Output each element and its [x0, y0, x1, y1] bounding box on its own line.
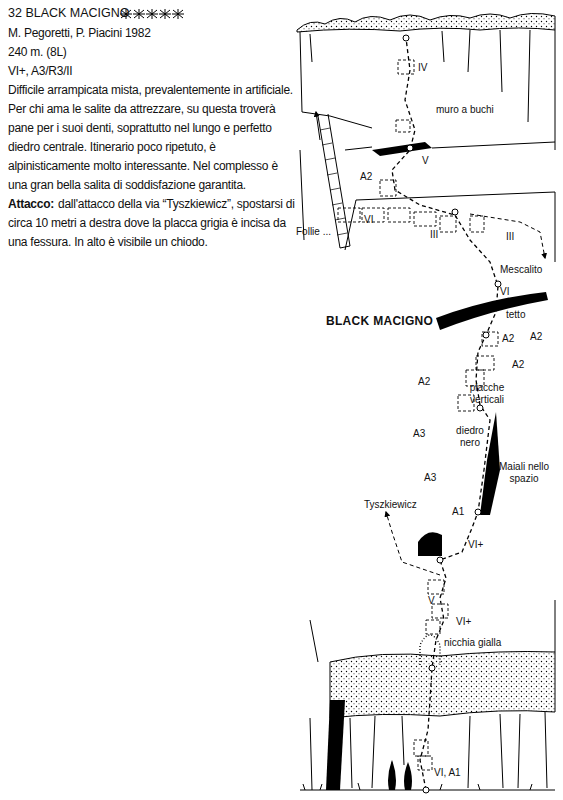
follie-crack-hatching: [320, 128, 347, 235]
trees: [388, 760, 412, 790]
grade-label: V: [422, 155, 429, 167]
mescalito-line: [470, 214, 545, 258]
summit-vegetation: [297, 13, 555, 32]
grade-label: III: [506, 231, 514, 243]
feature-name: diedro nero: [452, 425, 488, 449]
grade-label: A2: [418, 376, 430, 388]
length: 240 m. (8L): [8, 43, 67, 62]
grade-label: IV: [418, 62, 427, 74]
route-name: Mescalito: [500, 264, 542, 276]
route-name: Tyszkiewicz: [364, 499, 417, 511]
tyszkiewicz-line: [386, 512, 440, 575]
feature-name: placche verticali: [462, 382, 512, 406]
grade-label: A2: [512, 359, 524, 371]
pitch-markers: [338, 60, 498, 770]
grade-label: VI, A1: [434, 767, 461, 779]
authors: M. Pegoretti, P. Piacini 1982: [8, 24, 151, 43]
access-paragraph: Attacco:dall'attacco della via “Tyszkiew…: [8, 195, 296, 252]
ledge-band: [330, 652, 555, 719]
grade-label: A3: [424, 472, 436, 484]
roof-tetto: [436, 292, 548, 330]
yellow-niche: [420, 635, 440, 665]
black-niche: [418, 532, 442, 556]
follie-arrow: [316, 112, 320, 140]
route-title: 32 BLACK MACIGNO: [8, 6, 130, 20]
route-name: BLACK MACIGNO: [326, 315, 433, 327]
grade-label: A2: [360, 171, 372, 183]
grade-label: VI+: [468, 539, 483, 551]
black-crack: [326, 700, 345, 790]
rock-lines: [300, 30, 555, 790]
grade-label: A2: [530, 331, 542, 343]
grade-label: VI+: [456, 616, 471, 628]
grade-label: VI: [500, 286, 509, 298]
grade-label: A2: [502, 333, 514, 345]
grade-label: V: [428, 595, 435, 607]
grade-label: III: [430, 229, 438, 241]
belay-stations: [403, 35, 501, 793]
grade-summary: VI+, A3/R3/II: [8, 62, 72, 81]
route-name: Maiali nello spazio: [494, 461, 554, 485]
description: Difficile arrampicata mista, prevalentem…: [8, 81, 296, 195]
route-name: Follie ...: [296, 226, 331, 238]
roof: [372, 142, 432, 156]
access-heading: Attacco:: [8, 197, 54, 211]
feature-name: tetto: [506, 309, 525, 321]
grade-label: A1: [452, 506, 464, 518]
feature-name: nicchia gialla: [444, 637, 501, 649]
feature-name: muro a buchi: [436, 104, 494, 116]
grade-label: A3: [413, 428, 425, 440]
grade-label: VI: [364, 214, 373, 226]
rating-stars: [120, 9, 184, 19]
